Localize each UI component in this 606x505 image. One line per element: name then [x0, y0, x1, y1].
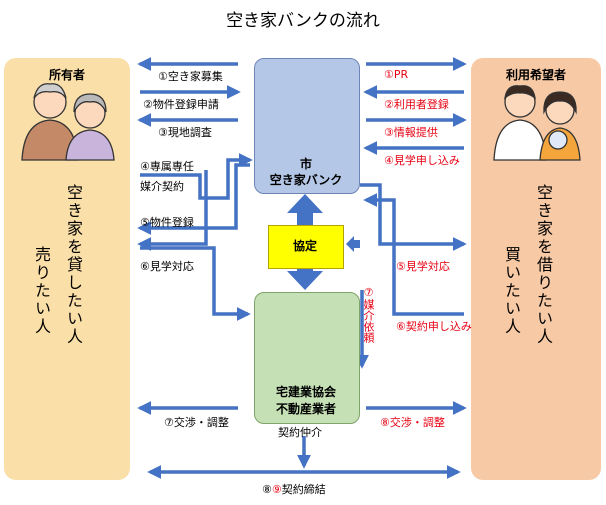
user-text-a: 空き家を借りたい人: [534, 184, 553, 346]
label-contract: ⑧⑨契約締結: [262, 481, 326, 497]
label-exclusive-contract-b: 媒介契約: [140, 180, 184, 193]
arrow-viewing-left: [137, 170, 208, 251]
arrow-owner-to-agent: [140, 246, 251, 321]
agent-line2: 不動産業者: [275, 402, 336, 416]
label-listing: ⑤物件登録: [140, 216, 194, 229]
city-line2: 空き家バンク: [269, 173, 343, 187]
city-bank-box: [254, 58, 360, 194]
label-brokerage: 契約仲介: [278, 426, 322, 439]
label-pr: ①PR: [384, 68, 409, 81]
agreement-up-arrow: [287, 194, 323, 225]
agreement-box: [268, 225, 344, 269]
label-exclusive-contract-a: ④専属専任: [140, 160, 194, 173]
user-heading: 利用希望者: [505, 68, 566, 82]
contract-prefix: ⑧: [262, 483, 272, 496]
label-user-register: ②利用者登録: [384, 98, 449, 111]
label-negotiation-left: ⑦交渉・調整: [164, 416, 229, 429]
contract-text: 契約締結: [281, 483, 326, 496]
contract-circle: ⑨: [271, 483, 282, 496]
label-viewing-left: ⑥見学対応: [140, 260, 194, 273]
user-illustration: [493, 85, 581, 161]
agreement-left-arrow: [346, 236, 360, 252]
agreement-down-arrow: [287, 259, 323, 290]
label-viewing-request: ④見学申し込み: [384, 154, 460, 167]
label-info: ③情報提供: [384, 126, 438, 139]
label-contract-request: ⑥契約申し込み: [396, 320, 472, 333]
city-line1: 市: [299, 157, 312, 171]
owner-heading: 所有者: [48, 68, 85, 82]
user-text-b: 買いたい人: [502, 246, 521, 336]
label-mediation-request: ⑦媒介依頼: [362, 286, 375, 343]
agreement-label: 協定: [292, 239, 317, 253]
label-register-request: ②物件登録申請: [143, 98, 219, 111]
label-viewing-right: ⑤見学対応: [396, 260, 450, 273]
owner-text-b: 売りたい人: [32, 246, 51, 336]
arrow-city-to-right: [360, 183, 467, 251]
agent-line1: 宅建業協会: [275, 385, 336, 399]
arrow-exclusive-contract: [140, 153, 253, 200]
owner-illustration: [21, 83, 115, 161]
label-site-survey: ③現地調査: [158, 126, 212, 139]
owner-text-a: 空き家を貸したい人: [64, 184, 83, 346]
label-recruit: ①空き家募集: [158, 70, 223, 83]
diagram-title: 空き家バンクの流れ: [226, 11, 380, 31]
label-negotiation-right: ⑧交渉・調整: [380, 416, 445, 429]
arrow-contract-request: [363, 193, 464, 316]
agent-box: [254, 292, 360, 424]
